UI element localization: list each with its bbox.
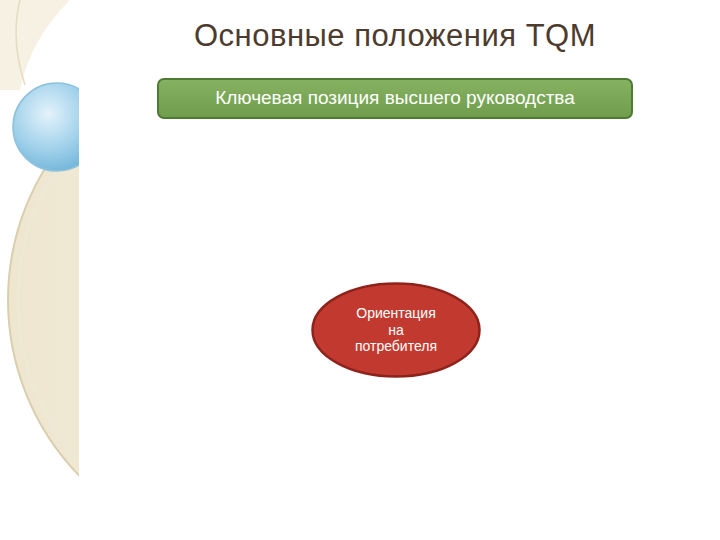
node-label: Ключевая позиция высшего руководства [215,87,575,110]
slide-title: Основные положения TQM [100,18,690,54]
corner-line [16,0,25,85]
ellipse-shape [313,284,480,377]
decor-strip [0,0,79,540]
corner-shape [0,0,70,90]
node-label: Ориентация на потребителя [352,305,440,355]
ellipse-node: Ориентация на потребителя [311,282,481,378]
box-shape [158,79,632,118]
blue-circle [13,83,79,171]
beige-circle [8,48,79,540]
rounded-box: Ключевая позиция высшего руководства [157,78,633,119]
